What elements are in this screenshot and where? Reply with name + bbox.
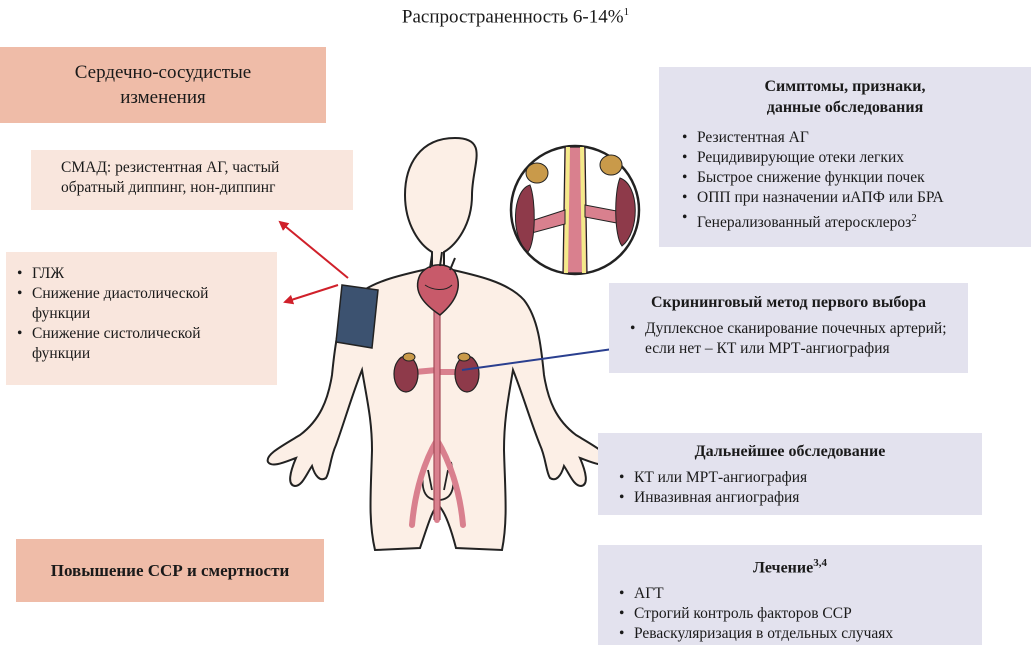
bp-cuff-icon (335, 284, 379, 349)
list-item: Генерализованный атеросклероз2 (679, 208, 1031, 233)
heart-icon (416, 251, 459, 316)
arrow-to-lv (283, 284, 339, 305)
treatment-list: АГТ Строгий контроль факторов ССР Реваск… (616, 584, 982, 644)
cardio-line-1: Сердечно-сосудистые (74, 62, 252, 83)
further-title: Дальнейшее обследование (694, 443, 886, 460)
list-item: Инвазивная ангиография (616, 488, 982, 508)
further-box: Дальнейшее обследование КТ или МРТ-ангио… (598, 433, 982, 515)
list-item: КТ или МРТ-ангиография (616, 468, 982, 488)
smad-line-2: обратный диппинг, нон-диппинг (61, 179, 276, 196)
list-item: Дуплексное сканирование почечных артерий… (627, 319, 968, 359)
kidney-left-icon (393, 352, 419, 393)
smad-line-1: СМАД: резистентная АГ, частый (61, 159, 280, 176)
kidney-right-icon (454, 352, 480, 393)
list-item: ГЛЖ (14, 264, 277, 284)
list-item: Снижение диастолической функции (14, 284, 252, 324)
screening-box: Скрининговый метод первого выбора Дуплек… (609, 283, 968, 373)
treatment-title: Лечение3,4 (753, 557, 827, 577)
list-item: Реваскуляризация в отдельных случаях (616, 624, 982, 644)
symptoms-title: Симптомы, признаки, данные обследования (764, 78, 926, 116)
prevalence-title: Распространенность 6-14%1 (401, 6, 630, 28)
list-item: Резистентная АГ (679, 128, 1031, 148)
list-item: Строгий контроль факторов ССР (616, 604, 982, 624)
cardio-changes-box: Сердечно-сосудистые изменения (0, 47, 326, 123)
list-item: Быстрое снижение функции почек (679, 168, 1031, 188)
screening-list: Дуплексное сканирование почечных артерий… (627, 319, 968, 359)
lv-changes-list: ГЛЖ Снижение диастолической функции Сниж… (14, 264, 277, 364)
arrow-to-smad (278, 220, 349, 279)
further-list: КТ или МРТ-ангиография Инвазивная ангиог… (616, 468, 982, 508)
smad-box: СМАД: резистентная АГ, частый обратный д… (31, 150, 353, 210)
screening-title: Скрининговый метод первого выбора (650, 294, 927, 311)
treatment-box: Лечение3,4 АГТ Строгий контроль факторов… (598, 545, 982, 645)
lv-changes-box: ГЛЖ Снижение диастолической функции Сниж… (6, 252, 277, 385)
symptoms-box: Симптомы, признаки, данные обследования … (659, 67, 1031, 247)
list-item: ОПП при назначении иАПФ или БРА (679, 188, 1031, 208)
risk-box: Повышение ССР и смертности (16, 539, 324, 602)
arrow-to-screening (461, 344, 622, 371)
cardio-line-2: изменения (120, 87, 206, 108)
kidney-zoom-icon (509, 144, 641, 276)
risk-text: Повышение ССР и смертности (50, 561, 290, 580)
list-item: Рецидивирующие отеки легких (679, 148, 1031, 168)
list-item: Снижение систолической функции (14, 324, 252, 364)
symptoms-list: Резистентная АГ Рецидивирующие отеки лег… (679, 128, 1031, 233)
list-item: АГТ (616, 584, 982, 604)
